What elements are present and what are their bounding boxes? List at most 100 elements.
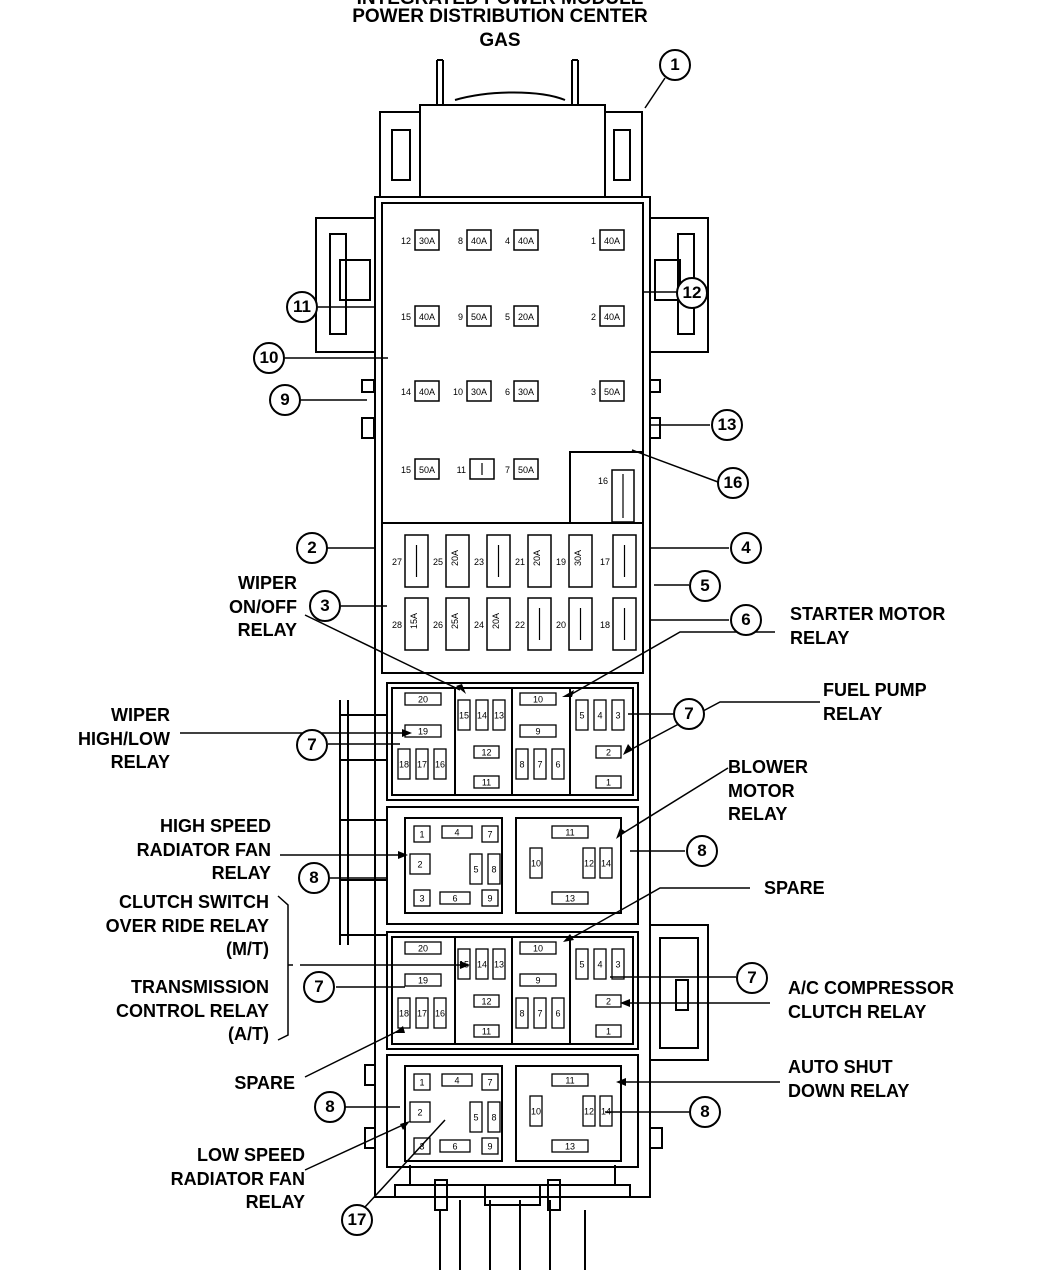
relay-pin-number: 17 [417,760,427,770]
label-ac-compressor-clutch-relay: A/C COMPRESSOR CLUTCH RELAY [788,978,955,1022]
relay-pin-number: 2 [417,1108,422,1118]
relay-pin-8: 8 [515,748,529,780]
relay-pin-9: 9 [519,724,557,738]
callout-8-low-speed-fan: 8 [314,1091,346,1123]
relay-pin-3: 3 [611,948,625,980]
callout-8-auto-shutdown: 8 [689,1096,721,1128]
relay-pin-number: 9 [487,1142,492,1152]
relay-pin-number: 8 [491,1113,496,1123]
callout-9: 9 [269,384,301,416]
relay-pin-number: 17 [417,1009,427,1019]
maxi-fuse-rating: 50A [419,465,435,475]
relay-pin-14: 14 [599,1095,613,1127]
callout-1: 1 [659,49,691,81]
label-transmission-control-relay: TRANSMISSION CONTROL RELAY (A/T) [115,977,269,1044]
relay-pin-number: 4 [454,1076,459,1086]
relay-pin-5: 5 [469,853,483,885]
relay-pin-number: 5 [579,711,584,721]
callout-13: 13 [711,409,743,441]
maxi-fuse-number: 10 [453,387,463,397]
relay-pin-7: 7 [533,997,547,1029]
mini-fuse-number: 17 [600,557,610,567]
callout-2: 2 [296,532,328,564]
label-clutch-switch-override-relay: CLUTCH SWITCH OVER RIDE RELAY (M/T) [105,892,269,959]
mini-fuse-rating: 30A [573,550,583,566]
label-starter-motor-relay: STARTER MOTOR RELAY [790,604,946,648]
relay-pin-14: 14 [475,948,489,980]
maxi-fuse-number: 14 [401,387,411,397]
label-fuel-pump-relay: FUEL PUMP RELAY [823,680,927,724]
relay-pin-number: 5 [579,960,584,970]
maxi-fuse-number: 5 [505,312,510,322]
relay-pin-number: 2 [606,997,611,1007]
relay-pin-number: 16 [435,1009,445,1019]
mini-fuse-18: 18 [600,597,637,651]
maxi-fuse-rating: 40A [604,236,620,246]
maxi-fuse-number: 4 [505,236,510,246]
maxi-fuse-number: 1 [591,236,596,246]
label-wiper-highlow-relay: WIPER HIGH/LOW RELAY [78,705,170,772]
relay-pin-11: 11 [551,1073,589,1087]
relay-pin-19: 19 [404,724,442,738]
relay-pin-number: 9 [535,727,540,737]
relay-pin-number: 16 [435,760,445,770]
mini-fuse-number: 26 [433,620,443,630]
callout-11: 11 [286,291,318,323]
relay-pin-2: 2 [595,745,622,759]
relay-pin-number: 10 [533,944,543,954]
relay-pin-number: 19 [418,976,428,986]
relay-pin-number: 14 [477,960,487,970]
relay-pin-3: 3 [611,699,625,731]
maxi-fuse-number: 6 [505,387,510,397]
label-blower-motor-relay: BLOWER MOTOR RELAY [728,757,808,824]
relay-pin-19: 19 [404,973,442,987]
relay-pin-6: 6 [439,891,471,905]
label-spare-lower: SPARE [234,1073,295,1093]
mini-fuse-26: 26 25A [433,597,470,651]
relay-pin-number: 7 [537,1009,542,1019]
maxi-fuse-number: 15 [401,312,411,322]
relay-pin-number: 6 [452,1142,457,1152]
maxi-fuse-rating: 40A [471,236,487,246]
relay-pin-number: 18 [399,1009,409,1019]
relay-pin-7: 7 [533,748,547,780]
mini-fuse-number: 24 [474,620,484,630]
relay-pin-number: 8 [491,865,496,875]
relay-pin-14: 14 [599,847,613,879]
relay-pin-2: 2 [595,994,622,1008]
mini-fuse-number: 25 [433,557,443,567]
relay-pin-number: 14 [601,859,611,869]
relay-pin-number: 10 [533,695,543,705]
relay-pin-number: 12 [481,748,491,758]
relay-pin-13: 13 [492,699,506,731]
maxi-fuse-number: 15 [401,465,411,475]
mini-fuse-number: 18 [600,620,610,630]
relay-pin-number: 10 [531,1107,541,1117]
relay-pin-4: 4 [441,1073,473,1087]
relay-pin-12: 12 [582,847,596,879]
relay-pin-number: 4 [597,960,602,970]
relay-pin-number: 7 [487,1078,492,1088]
relay-pin-11: 11 [551,825,589,839]
callout-16: 16 [717,467,749,499]
diagram-title-line2: POWER DISTRIBUTION CENTER [352,6,648,27]
relay-pin-1: 1 [595,1024,622,1038]
mini-fuse-rating: 25A [450,613,460,629]
mini-fuse-number: 23 [474,557,484,567]
relay-pin-1: 1 [413,1073,431,1091]
relay-pin-number: 2 [606,748,611,758]
relay-pin-number: 9 [487,894,492,904]
maxi-fuse-1: 1 40A [591,229,625,251]
relay-pin-number: 13 [565,894,575,904]
maxi-fuse-number: 7 [505,465,510,475]
mini-fuse-20: 20 [556,597,593,651]
relay-pin-number: 1 [606,778,611,788]
label-low-speed-radiator-fan-relay: LOW SPEED RADIATOR FAN RELAY [170,1145,305,1212]
